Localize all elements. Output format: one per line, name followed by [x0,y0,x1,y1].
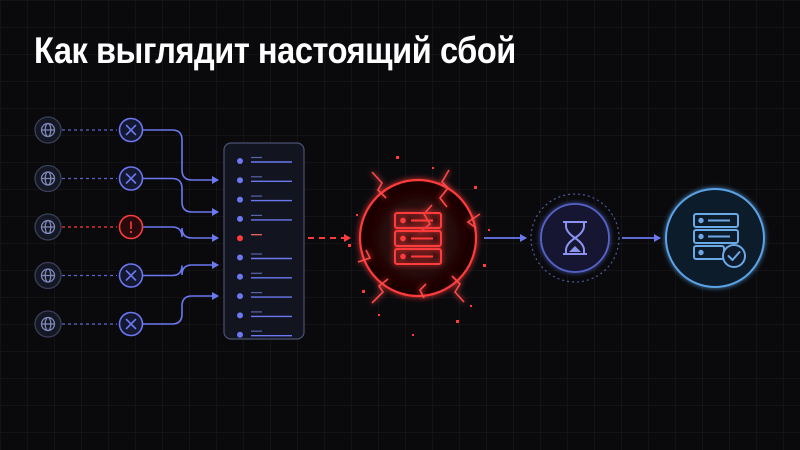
client-row [34,164,219,216]
recovered-server [665,188,765,288]
globe-icon [34,213,62,241]
client-row [34,213,219,242]
globe-icon [34,116,62,144]
request-queue [223,142,305,340]
exclamation-circle-icon [118,214,144,240]
globe-icon [34,164,62,193]
request-arrow [143,177,219,216]
queue-entry [237,214,292,222]
queue-entry [237,156,292,164]
failure-debris [348,156,490,336]
server-icon [394,212,442,265]
queue-entry [237,253,292,261]
server-check-icon [693,213,746,268]
queue-entry [237,195,292,203]
queue-entries [237,156,292,338]
waiting-node [530,193,620,283]
request-arrow [143,261,219,277]
queue-entry [237,176,292,184]
queue-entry [237,234,292,242]
hourglass-icon [563,221,587,255]
x-circle-icon [118,166,144,191]
request-arrow [143,226,219,242]
client-row [34,261,219,290]
crack-lines [357,169,481,304]
x-circle-icon [118,117,144,143]
page-title: Как выглядит настоящий сбой [34,30,516,71]
queue-entry [237,272,292,280]
failed-server [348,156,490,336]
x-circle-icon [118,263,144,288]
request-arrow [143,129,219,184]
client-rows [34,116,219,338]
globe-icon [34,261,62,290]
queue-entry [237,311,292,319]
client-row [34,292,219,338]
request-arrow [143,292,219,325]
queue-entry [237,292,292,300]
x-circle-icon [118,311,144,337]
client-row [34,116,219,184]
globe-icon [34,310,62,338]
queue-entry [237,330,292,338]
